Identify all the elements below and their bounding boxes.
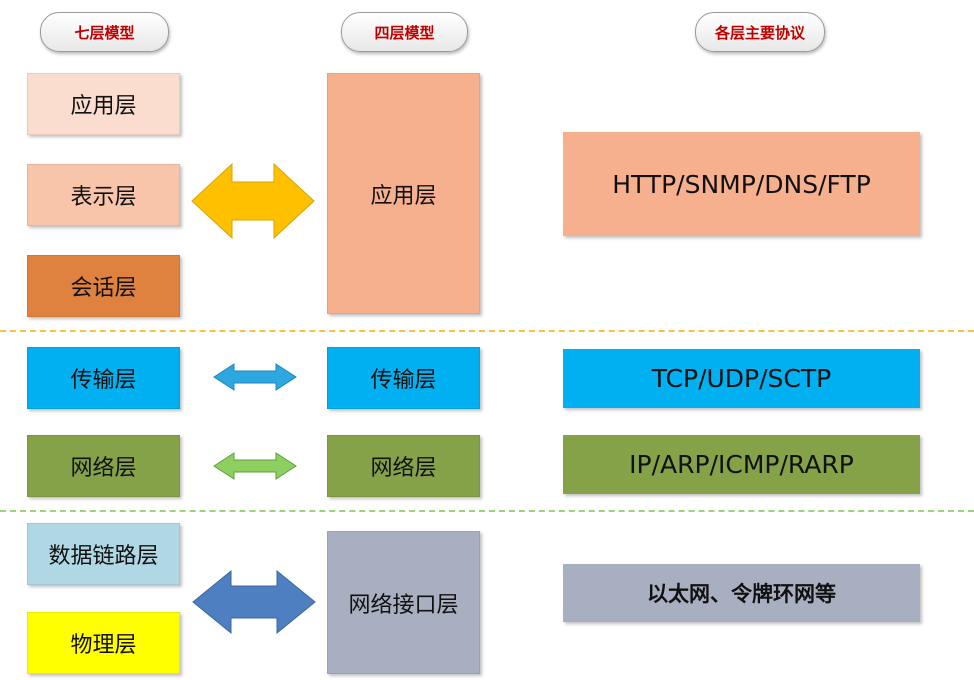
- tcpip-link-layer: 网络接口层: [327, 531, 480, 674]
- osi-network-layer: 网络层: [27, 435, 180, 497]
- protocol-link: 以太网、令牌环网等: [563, 564, 920, 622]
- osi-application-layer: 应用层: [27, 73, 180, 135]
- osi-application-label: 应用层: [70, 94, 137, 119]
- header-seven-layer-label: 七层模型: [74, 23, 135, 42]
- header-four-layer: 四层模型: [341, 12, 468, 52]
- tcpip-link-label: 网络接口层: [348, 592, 459, 618]
- osi-session-layer: 会话层: [27, 255, 180, 317]
- protocol-application: HTTP/SNMP/DNS/FTP: [563, 132, 920, 236]
- osi-physical-layer: 物理层: [27, 612, 180, 674]
- osi-session-label: 会话层: [70, 276, 137, 301]
- tcpip-network-label: 网络层: [370, 456, 437, 481]
- arrow-link-mapping: [192, 569, 316, 635]
- protocol-transport: TCP/UDP/SCTP: [563, 349, 920, 408]
- protocol-network-label: IP/ARP/ICMP/RARP: [629, 450, 854, 479]
- protocol-transport-label: TCP/UDP/SCTP: [651, 364, 832, 393]
- divider-application-transport: [0, 330, 974, 332]
- tcpip-application-layer: 应用层: [327, 73, 480, 314]
- osi-data-link-label: 数据链路层: [48, 544, 159, 569]
- arrow-network-mapping: [213, 452, 297, 480]
- arrow-transport-mapping: [213, 363, 297, 391]
- osi-presentation-label: 表示层: [70, 185, 137, 210]
- divider-network-link: [0, 510, 974, 512]
- osi-transport-layer: 传输层: [27, 347, 180, 409]
- protocol-network: IP/ARP/ICMP/RARP: [563, 435, 920, 494]
- osi-presentation-layer: 表示层: [27, 164, 180, 226]
- osi-physical-label: 物理层: [70, 633, 137, 658]
- osi-transport-label: 传输层: [70, 368, 137, 393]
- osi-data-link-layer: 数据链路层: [27, 523, 180, 585]
- protocol-application-label: HTTP/SNMP/DNS/FTP: [612, 169, 871, 199]
- osi-network-label: 网络层: [70, 456, 137, 481]
- header-protocols: 各层主要协议: [695, 12, 825, 52]
- tcpip-network-layer: 网络层: [327, 435, 480, 497]
- tcpip-transport-layer: 传输层: [327, 347, 480, 409]
- header-protocols-label: 各层主要协议: [714, 23, 805, 42]
- header-seven-layer: 七层模型: [40, 12, 169, 52]
- arrow-application-mapping: [191, 162, 315, 240]
- tcpip-transport-label: 传输层: [370, 368, 437, 393]
- tcpip-application-label: 应用层: [370, 183, 437, 209]
- protocol-link-label: 以太网、令牌环网等: [647, 581, 836, 606]
- header-four-layer-label: 四层模型: [374, 23, 435, 42]
